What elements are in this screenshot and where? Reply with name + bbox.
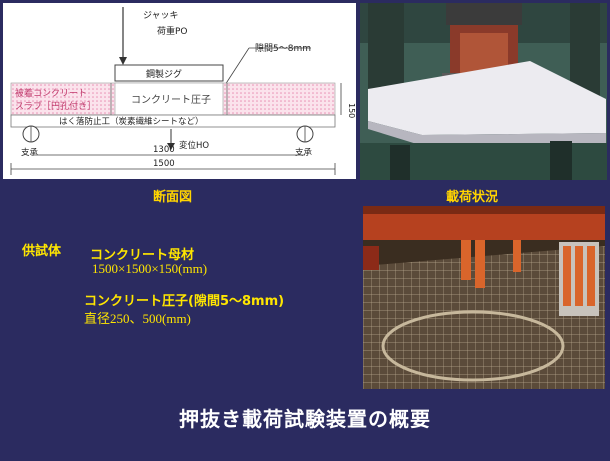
displacement-label: 変位HO <box>179 140 209 151</box>
thickness-label: 150 <box>347 103 356 118</box>
displacement-arrowhead <box>167 143 175 150</box>
test-rig-photo-svg <box>360 3 607 180</box>
slab-label-line2: スラブ［円孔付き］ <box>15 100 96 112</box>
base-title: コンクリート母材 <box>90 248 195 263</box>
loading-photo <box>363 206 605 389</box>
indenter-size: 直径250、500(mm) <box>84 311 191 326</box>
slab-label-line1: 被着コンクリート <box>15 87 87 99</box>
steel-jig <box>114 64 224 82</box>
span-label: 1300 <box>153 145 175 155</box>
test-rig-photo <box>360 3 607 180</box>
anti-peel-label: はく落防止工（炭素繊維シートなど） <box>59 116 204 127</box>
gap-leader <box>224 47 250 86</box>
support-right-label: 支承 <box>295 147 313 158</box>
indenter-title: コンクリート圧子(隙間5～8mm) <box>84 294 285 309</box>
load-label: 荷重PO <box>157 25 188 37</box>
steel-jig-label: 鋼製ジグ <box>146 68 182 80</box>
specimen-label: 供試体 <box>22 244 62 259</box>
load-arrowhead <box>119 57 127 65</box>
support-left-label: 支承 <box>21 147 39 158</box>
loading-photo-svg <box>363 206 605 389</box>
loading-caption: 載荷状況 <box>446 190 499 205</box>
indenter-label: コンクリート圧子 <box>131 94 211 106</box>
anti-peel-sheet <box>10 114 336 128</box>
jack-label: ジャッキ <box>143 11 179 21</box>
slide-title: 押抜き載荷試験装置の概要 <box>179 407 431 431</box>
concrete-indenter <box>114 82 224 116</box>
cross-section-svg: ジャッキ 荷重PO 鋼製ジグ 隙間5～8mm 被着コンクリート スラブ［円孔付き… <box>10 7 356 175</box>
base-size: 1500×1500×150(mm) <box>92 261 208 276</box>
total-label: 1500 <box>153 159 175 169</box>
section-caption: 断面図 <box>153 190 193 205</box>
cross-section-diagram: ジャッキ 荷重PO 鋼製ジグ 隙間5～8mm 被着コンクリート スラブ［円孔付き… <box>3 3 356 179</box>
